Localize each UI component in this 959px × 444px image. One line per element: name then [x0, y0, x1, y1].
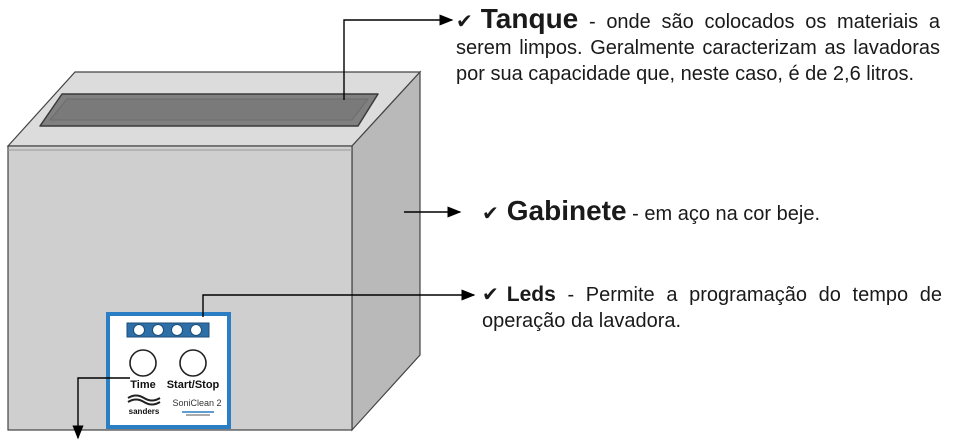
tanque-callout-line	[343, 14, 454, 100]
check-icon: ✔	[482, 203, 499, 225]
brand-name: sanders	[129, 407, 160, 416]
gabinete-title: Gabinete	[506, 195, 627, 226]
gabinete-annotation: ✔ Gabinete - em aço na cor beje.	[482, 195, 942, 227]
time-button[interactable]	[129, 349, 157, 377]
tanque-text: onde são colocados os materiais a serem …	[456, 11, 940, 85]
tanque-annotation: ✔ Tanque - onde são colocados os materiai…	[456, 3, 940, 87]
leds-callout-line	[202, 289, 476, 317]
brand-logo	[127, 394, 161, 406]
tanque-dash: -	[578, 11, 607, 33]
time-label: Time	[130, 379, 155, 391]
leds-text: Permite a programação do tempo de operaç…	[482, 284, 943, 332]
led-1	[133, 324, 145, 336]
tanque-title: Tanque	[480, 3, 579, 34]
check-icon: ✔	[456, 11, 473, 33]
gabinete-dash: -	[626, 203, 645, 225]
model-name: SoniClean 2	[172, 398, 221, 408]
leds-dash: -	[555, 284, 586, 306]
gabinete-text: em aço na cor beje.	[644, 203, 821, 225]
time-callout-line	[72, 377, 130, 440]
led-3	[171, 324, 183, 336]
tank-well-inner	[48, 98, 370, 121]
check-icon: ✔	[482, 284, 499, 306]
leds-title: Leds	[506, 283, 556, 306]
start-stop-label: Start/Stop	[167, 379, 220, 391]
led-strip	[126, 322, 210, 338]
led-2	[152, 324, 164, 336]
start-stop-button[interactable]	[179, 349, 207, 377]
led-4	[190, 324, 202, 336]
leds-annotation: ✔ Leds - Permite a programação do tempo d…	[482, 282, 942, 334]
